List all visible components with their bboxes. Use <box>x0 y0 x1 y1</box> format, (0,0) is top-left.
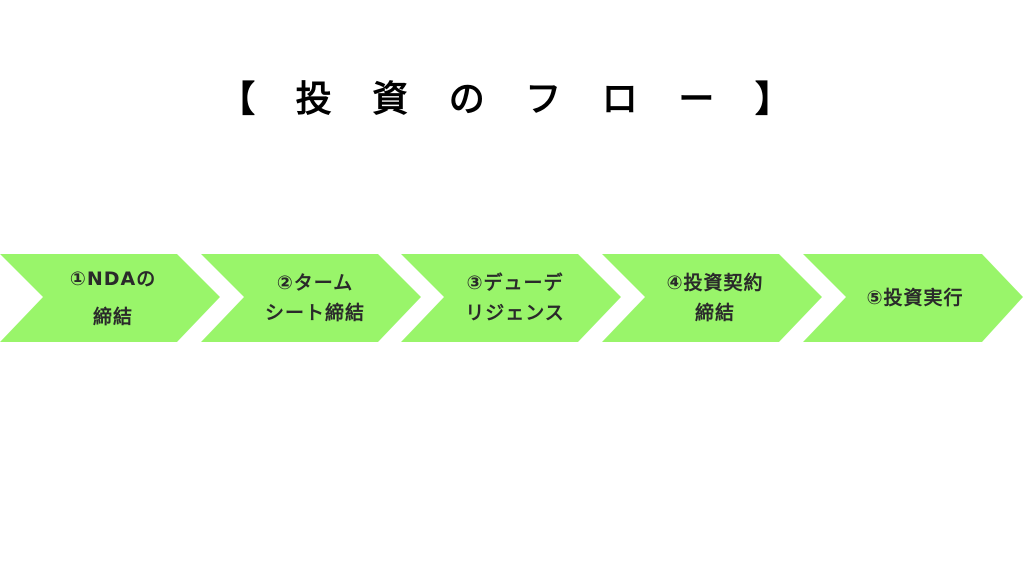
step-3-label: ③デューデリジェンス <box>465 272 565 324</box>
step-1-label: ①NDAの締結 <box>69 268 157 328</box>
chevron-step-2 <box>201 254 421 342</box>
chevron-step-1 <box>0 254 220 342</box>
chevron-step-3 <box>401 254 621 342</box>
chevron-step-4 <box>602 254 822 342</box>
step-5-label: ⑤投資実行 <box>866 287 964 309</box>
step-4-label: ④投資契約締結 <box>666 272 764 324</box>
step-2-label: ②タームシート締結 <box>264 272 365 324</box>
investment-flow: ①NDAの締結 ②タームシート締結 ③デューデリジェンス ④投資契約締結 ⑤投資… <box>0 254 1024 342</box>
chevron-step-5 <box>803 254 1023 342</box>
chevron-shapes <box>0 254 1023 342</box>
page-title: 【 投 資 の フ ロ ー 】 <box>219 79 805 120</box>
